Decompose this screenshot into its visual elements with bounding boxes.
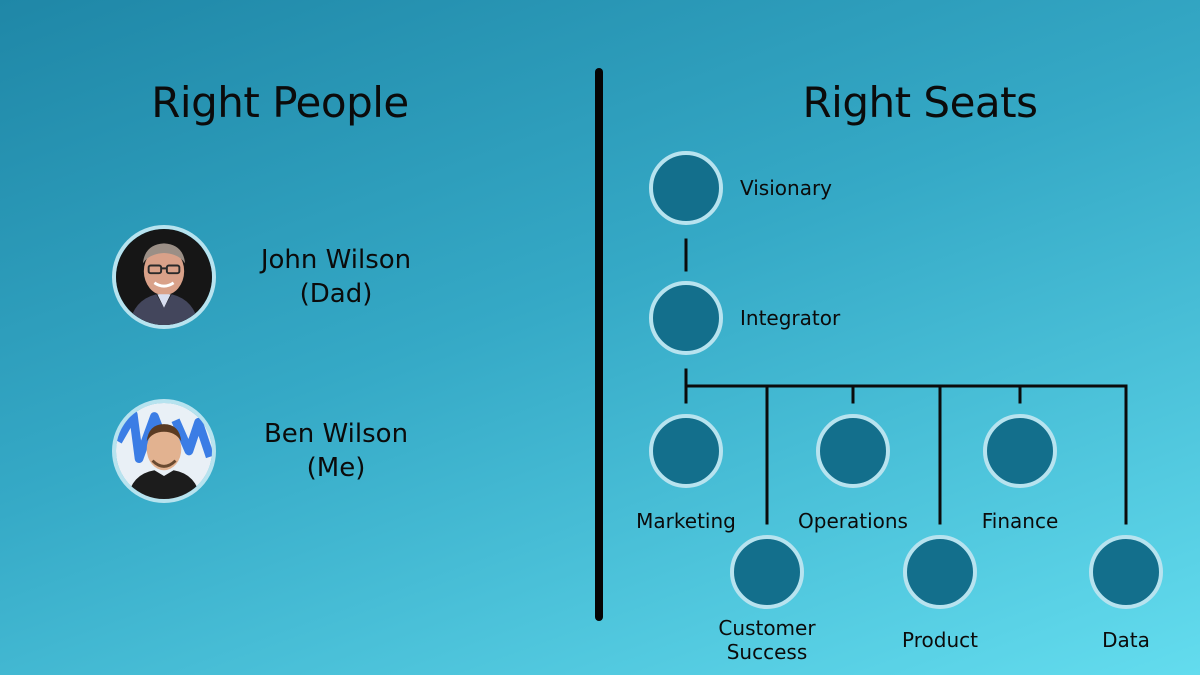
john-wilson-avatar [112, 225, 216, 329]
data-node [1089, 535, 1163, 609]
customer-success-label: Customer Success [687, 616, 847, 664]
person-relation-label: (Dad) [299, 279, 373, 309]
integrator-label: Integrator [740, 306, 841, 330]
marketing-node [649, 414, 723, 488]
marketing-label: Marketing [636, 509, 736, 533]
customer-success-node [730, 535, 804, 609]
data-label: Data [1102, 628, 1150, 652]
finance-node [983, 414, 1057, 488]
person-relation-label: (Me) [306, 453, 366, 483]
finance-label: Finance [981, 509, 1059, 533]
right-seats-title: Right Seats [802, 78, 1038, 127]
visionary-node [649, 151, 723, 225]
person-name-label: Ben Wilson [263, 419, 409, 449]
ben-wilson-avatar [112, 399, 216, 503]
customer-success-label-line2: Success [726, 640, 808, 664]
integrator-node [649, 281, 723, 355]
operations-node [816, 414, 890, 488]
product-node [903, 535, 977, 609]
operations-label: Operations [798, 509, 908, 533]
visionary-label: Visionary [740, 176, 833, 200]
connector-lines [684, 238, 1128, 525]
person-name-label: John Wilson [260, 245, 412, 275]
vertical-divider [595, 68, 603, 621]
person-ben-wilson: Ben Wilson (Me) [226, 417, 446, 485]
customer-success-label-line1: Customer [718, 616, 816, 640]
person-john-wilson: John Wilson (Dad) [226, 243, 446, 311]
product-label: Product [902, 628, 978, 652]
right-people-title: Right People [151, 78, 409, 127]
